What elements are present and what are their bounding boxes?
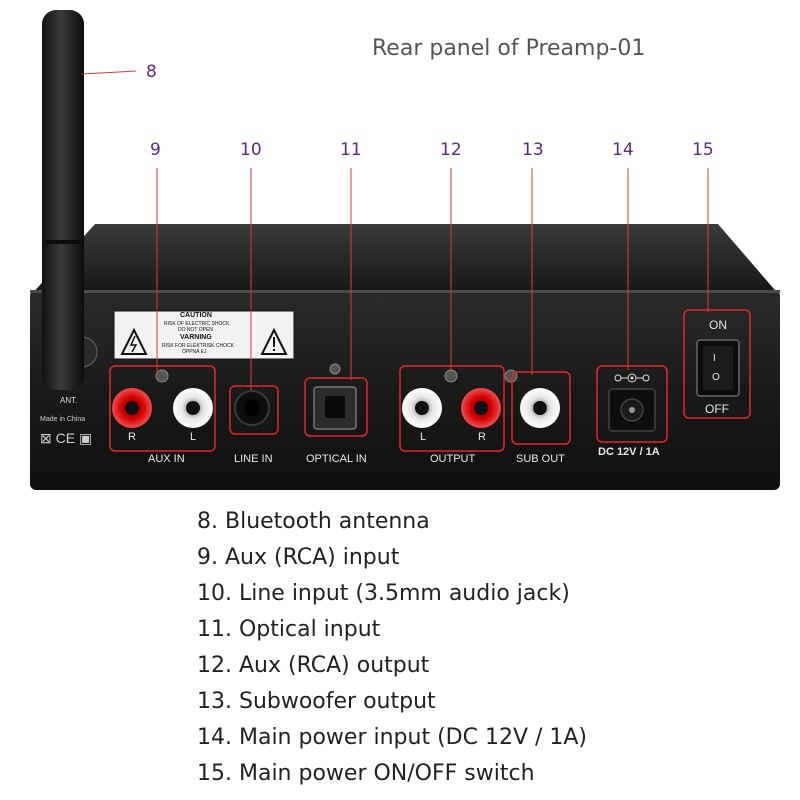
box-output: [399, 365, 505, 452]
label-optical-in: OPTICAL IN: [306, 453, 367, 465]
callout-number-14: 14: [612, 140, 634, 160]
output-jacks: [402, 369, 501, 428]
box-power-switch: [683, 309, 751, 419]
sticker-caution-line2: DO NOT OPEN: [178, 327, 213, 333]
power-switch: [696, 339, 740, 397]
legend-item-9: 9. Aux (RCA) input: [197, 545, 400, 570]
sticker-caution-line1: RISK OF ELECTRIC SHOCK: [164, 321, 230, 327]
label-on: ON: [709, 318, 727, 332]
callout-number-11: 11: [340, 140, 362, 160]
legend-item-13: 13. Subwoofer output: [197, 689, 436, 714]
optical-in-port: [313, 363, 357, 430]
box-optical-in: [304, 377, 368, 437]
label-output: OUTPUT: [430, 453, 476, 465]
label-switch-i: I: [713, 353, 716, 364]
label-made-in: Made in China: [40, 416, 86, 423]
label-sub-out: SUB OUT: [516, 453, 565, 465]
legend-item-12: 12. Aux (RCA) output: [197, 653, 430, 678]
sticker-caution: CAUTION: [180, 312, 212, 319]
legend-item-8: 8. Bluetooth antenna: [197, 509, 430, 534]
label-ant: ANT.: [60, 396, 78, 405]
highlight-boxes: [109, 309, 751, 452]
callout-number-9: 9: [150, 140, 161, 160]
label-aux-in-r: R: [128, 431, 136, 443]
compliance-marks: ⊠ CE ▣: [40, 430, 93, 446]
sticker-warning: VARNING: [180, 334, 212, 341]
label-aux-in: AUX IN: [148, 453, 185, 465]
line-in-jack: [234, 390, 270, 426]
legend-item-15: 15. Main power ON/OFF switch: [197, 761, 535, 786]
box-sub-out: [511, 371, 571, 445]
dc-jack: [608, 373, 656, 432]
box-dc: [596, 365, 668, 443]
legend-item-10: 10. Line input (3.5mm audio jack): [197, 581, 570, 606]
callout-number-13: 13: [522, 140, 544, 160]
callout-number-8: 8: [146, 62, 157, 82]
label-switch-o: O: [712, 372, 720, 383]
chassis-top: [30, 224, 780, 296]
label-dc: DC 12V / 1A: [598, 446, 660, 458]
sticker-warning-line2: ÖPPNA EJ: [182, 349, 207, 355]
legend-item-11: 11. Optical input: [197, 617, 381, 642]
legend-item-14: 14. Main power input (DC 12V / 1A): [197, 725, 588, 750]
warning-sticker: [113, 310, 295, 360]
callout-number-15: 15: [692, 140, 714, 160]
antenna: [42, 10, 84, 390]
legend-list: 8. Bluetooth antenna 9. Aux (RCA) input …: [197, 504, 587, 792]
box-aux-in: [109, 365, 216, 452]
label-line-in: LINE IN: [234, 453, 273, 465]
label-aux-in-l: L: [190, 431, 197, 443]
leader-8: [81, 70, 137, 75]
box-line-in: [229, 385, 279, 435]
label-output-r: R: [478, 431, 486, 443]
label-output-l: L: [420, 431, 427, 443]
sub-out-jack: [504, 369, 560, 428]
aux-in-jacks: [112, 369, 213, 428]
callout-number-12: 12: [440, 140, 462, 160]
diagram-title: Rear panel of Preamp-01: [372, 36, 646, 61]
leader-lines: [81, 70, 709, 390]
callout-number-10: 10: [240, 140, 262, 160]
label-off: OFF: [705, 402, 729, 416]
sticker-warning-line1: RISK FOR ELEKTRISK CHOCK: [162, 343, 234, 349]
